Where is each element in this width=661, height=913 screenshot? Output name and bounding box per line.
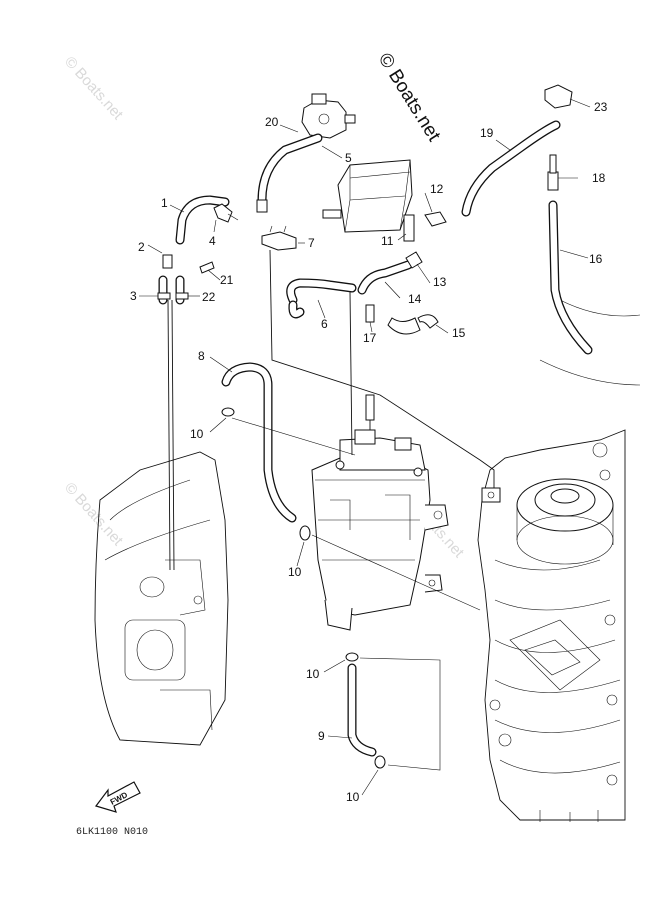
leader-lines	[139, 98, 591, 796]
callout-19: 19	[480, 126, 494, 140]
cowling-outline	[539, 299, 641, 386]
callout-6: 6	[321, 317, 328, 331]
callout-14: 14	[408, 292, 422, 306]
callout-16: 16	[589, 252, 603, 266]
callout-4: 4	[209, 234, 216, 248]
callout-10-middle: 10	[288, 565, 302, 579]
charcoal-canister	[322, 159, 413, 233]
callout-5: 5	[345, 151, 352, 165]
fittings-group	[157, 84, 573, 769]
copyright-watermark: © Boats.net	[374, 50, 445, 146]
callout-23: 23	[594, 100, 608, 114]
callout-15: 15	[452, 326, 466, 340]
fwd-arrow-icon: FWD	[95, 781, 141, 813]
hose-group	[158, 120, 593, 757]
callout-11: 11	[381, 234, 394, 248]
callout-10-lower: 10	[306, 667, 320, 681]
callout-8: 8	[198, 349, 205, 363]
callout-1: 1	[161, 196, 168, 210]
callout-13: 13	[433, 275, 447, 289]
callout-18: 18	[592, 171, 606, 185]
callout-3: 3	[130, 289, 137, 303]
callout-22: 22	[202, 290, 216, 304]
callout-10-upper: 10	[190, 427, 204, 441]
callout-9: 9	[318, 729, 325, 743]
solenoid-valve	[301, 93, 356, 139]
callout-2: 2	[138, 240, 145, 254]
callout-20: 20	[265, 115, 279, 129]
callout-12: 12	[430, 182, 444, 196]
engine-block	[477, 429, 626, 822]
callout-10-bottom: 10	[346, 790, 360, 804]
diagram-code: 6LK1100 N010	[76, 827, 148, 838]
watermark-middle-left: © Boats.net	[61, 479, 127, 549]
callout-labels: 1 2 3 4 5 6 7 8 9 10 10 10 10 11 12 13 1…	[130, 100, 608, 804]
watermark-top-left: © Boats.net	[61, 53, 127, 123]
callout-21: 21	[220, 273, 234, 287]
left-housing	[94, 451, 229, 746]
callout-7: 7	[308, 236, 315, 250]
callout-17: 17	[363, 331, 377, 345]
